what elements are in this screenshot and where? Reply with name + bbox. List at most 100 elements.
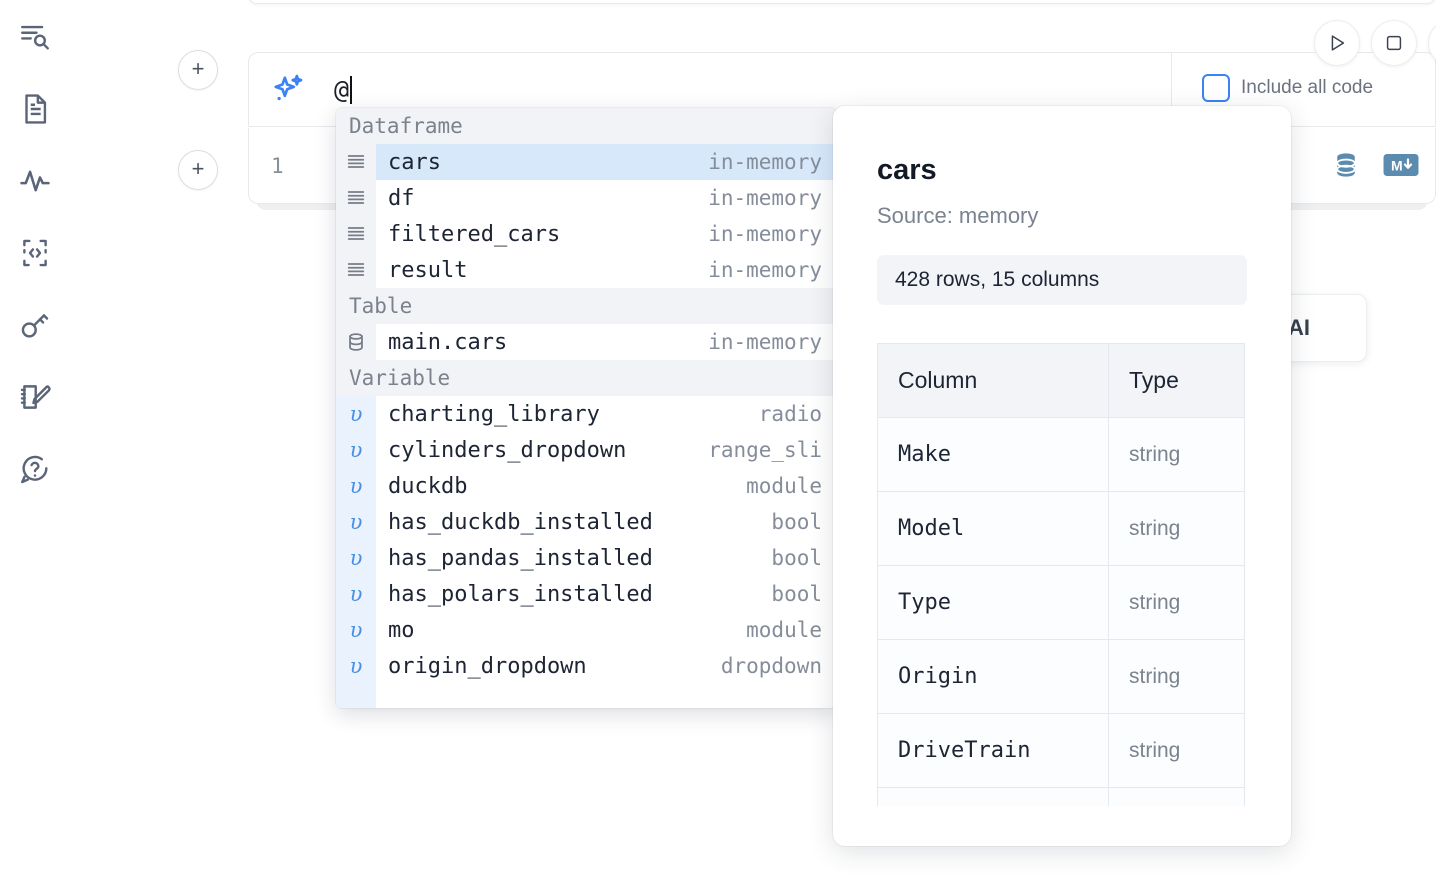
add-cell-plus-label: + [191,56,205,81]
completion-item-icon: υ [336,576,376,612]
preview-column-type: string [1108,713,1245,788]
preview-shape-badge: 428 rows, 15 columns [877,255,1247,305]
completion-item-name: cylinders_dropdown [388,437,627,463]
preview-title: cars [877,154,937,186]
completion-item-name: df [388,185,415,211]
completion-item-name: charting_library [388,401,600,427]
completion-item-icon: υ [336,468,376,504]
include-all-code-toggle[interactable]: Include all code [1202,74,1373,102]
completion-item[interactable] [336,684,836,708]
completion-item-name: has_polars_installed [388,581,653,607]
preview-column-header: Column [877,343,1109,418]
text-caret [350,76,353,104]
completion-item-body: charting_library radio [376,396,836,432]
completion-item-name: main.cars [388,329,508,355]
dataframe-icon [347,227,365,240]
completion-item-type: bool [771,546,822,570]
completion-item[interactable]: υ has_pandas_installed bool [336,540,836,576]
completion-item-type: range_sli [708,438,822,462]
completion-item[interactable]: df in-memory [336,180,836,216]
explore-outline-icon[interactable] [14,16,56,58]
completion-item-icon: υ [336,432,376,468]
ai-cell-divider [1171,52,1172,127]
completion-item[interactable]: υ cylinders_dropdown range_sli [336,432,836,468]
preview-table-row [877,787,1245,846]
completion-item-type: in-memory [708,186,822,210]
completion-item-icon [336,180,376,216]
completion-item[interactable]: result in-memory [336,252,836,288]
completion-item-body: df in-memory [376,180,836,216]
run-button[interactable] [1314,20,1360,66]
completion-item-icon: υ [336,540,376,576]
ai-prompt-input[interactable]: @ [334,75,353,104]
markdown-icon[interactable]: M [1383,152,1419,183]
document-icon[interactable] [14,88,56,130]
variable-icon: υ [349,654,363,678]
activity-icon[interactable] [14,160,56,202]
dataframe-preview-panel: cars Source: memory 428 rows, 15 columns… [833,106,1291,846]
completion-item-icon [336,252,376,288]
preview-column-type: string [1108,417,1245,492]
include-all-code-checkbox[interactable] [1202,74,1230,102]
completion-item-type: in-memory [708,222,822,246]
ai-prompt-value: @ [334,75,350,104]
database-icon[interactable] [1331,150,1361,185]
preview-column-header: Type [1108,343,1245,418]
previous-cell-edge [248,0,1436,4]
preview-source: Source: memory [877,203,1039,228]
completion-item-name: has_pandas_installed [388,545,653,571]
add-cell-button-top[interactable]: + [178,50,218,90]
preview-column-name: Model [877,491,1109,566]
help-chat-icon[interactable] [14,448,56,490]
completion-item-type: bool [771,510,822,534]
completion-group-header: Variable [336,360,836,396]
preview-column-name: DriveTrain [877,713,1109,788]
cell-icon-group: M [1331,150,1419,185]
completion-item-type: radio [758,402,822,426]
completion-item-name: duckdb [388,473,468,499]
table-db-icon [349,333,363,351]
svg-text:M: M [1391,158,1403,174]
completion-item[interactable]: cars in-memory [336,144,836,180]
variable-icon: υ [349,582,363,606]
add-cell-plus-label: + [191,156,205,181]
completion-item-name: cars [388,149,441,175]
dataframe-icon [347,263,365,276]
preview-column-type: string [1108,491,1245,566]
ai-sparkle-icon [269,71,307,109]
completion-item-type: in-memory [708,258,822,282]
completion-item-name: result [388,257,468,283]
completion-item-type: module [746,474,822,498]
scratchpad-icon[interactable] [14,376,56,418]
key-icon[interactable] [14,304,56,346]
stop-button[interactable] [1371,20,1417,66]
variable-icon: υ [349,438,363,462]
completion-item-body: cars in-memory [376,144,836,180]
completion-item-body: cylinders_dropdown range_sli [376,432,836,468]
variable-icon: υ [349,618,363,642]
add-cell-button-bottom[interactable]: + [178,150,218,190]
completion-item-type: in-memory [708,150,822,174]
preview-column-name [877,787,1109,846]
embed-code-icon[interactable] [14,232,56,274]
preview-column-name: Type [877,565,1109,640]
completion-group-header: Table [336,288,836,324]
